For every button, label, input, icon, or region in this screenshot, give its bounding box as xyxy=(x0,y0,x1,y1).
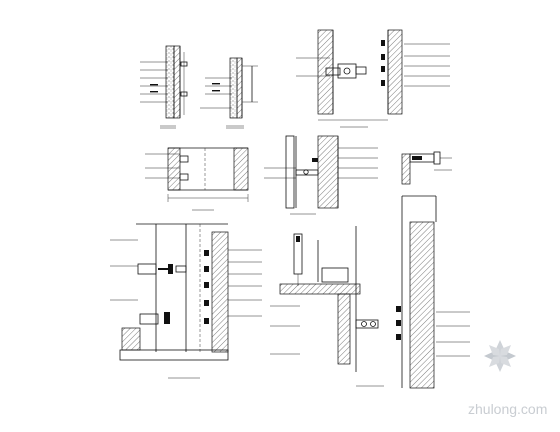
flower-logo-icon xyxy=(484,340,516,372)
detail-large-section-right xyxy=(270,226,470,387)
watermark: zhulong.com xyxy=(468,340,547,417)
detail-anchor-section-top xyxy=(296,29,450,128)
detail-wall-section-2 xyxy=(200,57,258,129)
detail-wall-section-1 xyxy=(140,45,188,129)
detail-plan-section xyxy=(145,147,249,211)
detail-tall-wall-strip xyxy=(401,195,437,389)
watermark-text: zhulong.com xyxy=(468,401,547,417)
detail-anchor-section-middle xyxy=(264,135,378,215)
detail-large-section-left xyxy=(110,223,262,379)
detail-small-profile xyxy=(401,151,452,185)
